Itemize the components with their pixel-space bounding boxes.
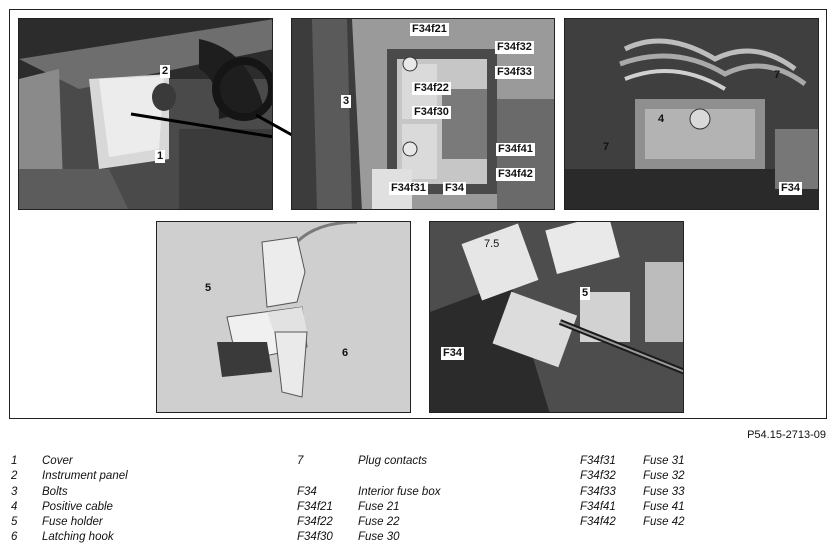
callout-f34-lower: F34: [441, 347, 464, 360]
legend-row: F34f30 Fuse 30: [297, 530, 577, 545]
legend-row: F34f22 Fuse 22: [297, 515, 577, 530]
legend-desc: Fuse 33: [643, 485, 685, 498]
callout-f34f41: F34f41: [496, 143, 535, 156]
callout-4: 4: [658, 113, 665, 125]
legend-row: F34 Interior fuse box: [297, 485, 577, 500]
callout-2: 2: [160, 65, 171, 78]
legend-row: [297, 469, 577, 484]
callout-f34f32: F34f32: [495, 41, 534, 54]
legend-desc: Fuse holder: [42, 516, 103, 529]
photo-fuse-box-overview: F34f21 F34f32 F34f33 3 F34f22 F34f30 F34…: [291, 18, 555, 210]
callout-7-top: 7: [774, 69, 781, 81]
legend-key: F34f41: [580, 500, 616, 513]
photo-instrument-panel-cover: 2 1: [18, 18, 273, 210]
legend-key: F34f32: [580, 470, 616, 483]
legend-row: F34f42 Fuse 42: [580, 515, 830, 530]
legend-row: 1 Cover: [11, 454, 291, 469]
legend-desc: Fuse 32: [643, 470, 685, 483]
legend-row: 7 Plug contacts: [297, 454, 577, 469]
legend-key: F34f33: [580, 485, 616, 498]
legend-desc: Fuse 42: [643, 516, 685, 529]
legend-key: F34f21: [297, 500, 333, 513]
legend-column-3: F34f31 Fuse 31 F34f32 Fuse 32 F34f33 Fuse 3…: [580, 454, 830, 530]
legend-desc: Fuse 21: [358, 500, 400, 513]
legend-desc: Positive cable: [42, 500, 113, 513]
leader-line: [256, 113, 293, 137]
legend-row: 5 Fuse holder: [11, 515, 291, 530]
callout-fuse-rating: 7.5: [484, 238, 500, 250]
legend-desc: Fuse 30: [358, 531, 400, 544]
legend-key: 5: [11, 516, 18, 529]
callout-f34f21: F34f21: [410, 23, 449, 36]
photo-plug-contacts: 7 4 7 F34: [564, 18, 819, 210]
callout-5-fuses: 5: [580, 287, 591, 300]
legend-key: 6: [11, 531, 18, 544]
photo-fuses-removal: 7.5 5 F34: [429, 221, 684, 413]
legend-row: 2 Instrument panel: [11, 469, 291, 484]
legend-desc: Plug contacts: [358, 455, 428, 467]
callout-7-left: 7: [603, 141, 610, 153]
callout-f34f30: F34f30: [412, 106, 451, 119]
legend-desc: Latching hook: [42, 531, 114, 544]
callout-1: 1: [155, 150, 166, 163]
legend-row: F34f32 Fuse 32: [580, 469, 830, 484]
legend-key: 2: [11, 470, 18, 483]
legend-key: F34f22: [297, 516, 333, 529]
legend-column-2: 7 Plug contacts F34 Interior fuse box F34f…: [297, 454, 577, 546]
callout-5: 5: [205, 282, 212, 294]
photo-fuse-holder: 5 6: [156, 221, 411, 413]
figure-reference: P54.15-2713-09: [747, 429, 826, 441]
legend-key: F34f42: [580, 516, 616, 529]
legend-desc: Interior fuse box: [358, 485, 441, 498]
legend-key: 4: [11, 500, 18, 513]
callout-f34-right: F34: [779, 182, 802, 195]
callout-f34f31: F34f31: [389, 182, 428, 195]
callout-f34f33: F34f33: [495, 66, 534, 79]
legend-key: F34: [297, 485, 317, 498]
legend-desc: Cover: [42, 455, 73, 467]
legend-key: F34f30: [297, 531, 333, 544]
legend-key: 3: [11, 485, 18, 498]
legend-desc: Bolts: [42, 485, 68, 498]
legend-key: F34f31: [580, 455, 616, 467]
callout-3: 3: [341, 95, 352, 108]
legend-row: F34f41 Fuse 41: [580, 500, 830, 515]
legend-desc: Fuse 31: [643, 455, 685, 467]
callout-f34f42: F34f42: [496, 168, 535, 181]
legend-row: F34f33 Fuse 33: [580, 485, 830, 500]
legend-row: F34f21 Fuse 21: [297, 500, 577, 515]
legend-column-1: 1 Cover 2 Instrument panel 3 Bolts 4 Positiv…: [11, 454, 291, 546]
legend-desc: Fuse 22: [358, 516, 400, 529]
legend-row: F34f31 Fuse 31: [580, 454, 830, 469]
legend-desc: Fuse 41: [643, 500, 685, 513]
legend-key: 1: [11, 455, 18, 467]
legend-row: 4 Positive cable: [11, 500, 291, 515]
callout-6: 6: [342, 347, 349, 359]
legend-desc: Instrument panel: [42, 470, 128, 483]
legend-row: 3 Bolts: [11, 485, 291, 500]
legend-key: 7: [297, 455, 304, 467]
callout-f34f22: F34f22: [412, 82, 451, 95]
legend: 1 Cover 2 Instrument panel 3 Bolts 4 Positiv…: [0, 454, 837, 550]
legend-row: 6 Latching hook: [11, 530, 291, 545]
callout-f34: F34: [443, 182, 466, 195]
